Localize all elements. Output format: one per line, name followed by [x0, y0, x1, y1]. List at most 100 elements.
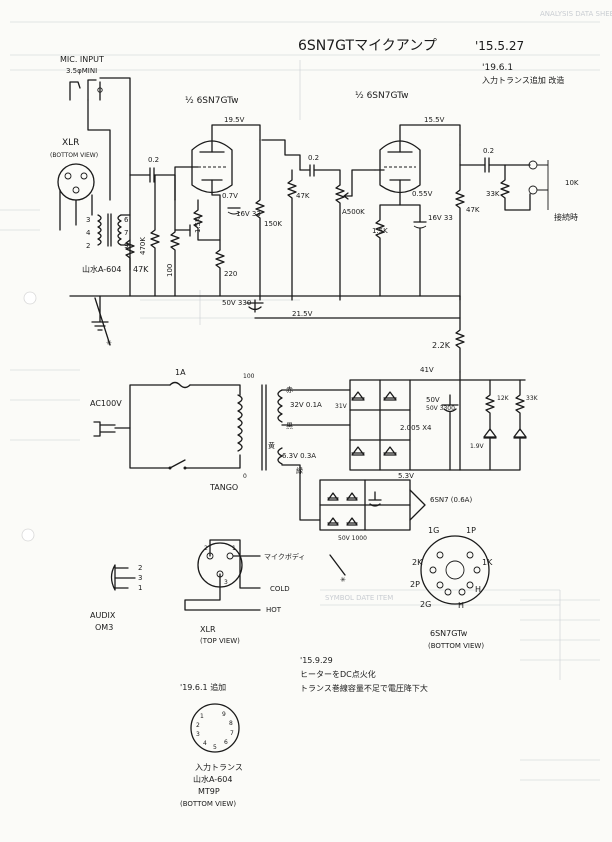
svg-text:100: 100	[166, 264, 174, 277]
fuse	[169, 381, 191, 389]
svg-text:150K: 150K	[264, 220, 282, 228]
input-transformer-primary	[97, 214, 102, 246]
b-in-voltage: 41V	[420, 366, 434, 374]
svg-text:3: 3	[138, 574, 142, 582]
tube-base-label: 6SN7GTw	[430, 629, 468, 638]
tube-base-view: (BOTTOM VIEW)	[428, 642, 484, 650]
svg-text:1G: 1G	[428, 526, 439, 535]
svg-text:7: 7	[230, 730, 234, 737]
xlr-top-label: XLR	[200, 625, 216, 634]
xlr-label: XLR	[62, 138, 79, 148]
xlr-bottom-socket	[57, 163, 95, 201]
resistor-100	[170, 199, 180, 297]
svg-text:1A: 1A	[175, 368, 186, 377]
title-date: '15.5.27	[475, 39, 524, 53]
svg-text:0: 0	[243, 473, 247, 480]
svg-text:33K: 33K	[486, 190, 500, 198]
svg-text:3: 3	[196, 731, 200, 738]
main-filter-cap	[441, 394, 459, 471]
svg-text:✳: ✳	[340, 576, 346, 584]
mini-jack-label: 3.5φMINI	[66, 67, 97, 75]
filter-cap-330	[246, 299, 264, 313]
svg-text:100: 100	[243, 373, 255, 380]
transformer-label: 山水A-604	[82, 264, 121, 274]
notes-date: '15.9.29	[300, 656, 333, 665]
supply-rails: ✳ 50V 330 21.5V 2.2K 41V	[69, 295, 465, 374]
svg-text:33K: 33K	[526, 395, 539, 402]
svg-text:9: 9	[124, 242, 128, 250]
bridge-diode	[351, 391, 365, 401]
resistor-12k	[485, 379, 495, 431]
audix-mic: 2 3 1 AUDIX OM3	[90, 564, 142, 632]
resistor-33k	[515, 379, 525, 431]
svg-text:2G: 2G	[420, 600, 431, 609]
stage2-cathode-voltage: 0.55V	[412, 190, 433, 198]
svg-text:2: 2	[86, 242, 90, 250]
heater-load	[409, 489, 426, 521]
resistor-470k	[150, 174, 160, 297]
svg-text:32V 0.1A: 32V 0.1A	[290, 401, 322, 409]
stage1-cathode-voltage: 0.7V	[222, 192, 238, 200]
svg-text:5: 5	[213, 744, 217, 751]
power-section: AC100V 1A TANGO 100 0 赤 黒 32V 0.1A 6.3V …	[90, 368, 539, 584]
stage1-plate-voltage: 19.5V	[224, 116, 245, 124]
resistor-47k-grid	[287, 169, 297, 301]
svg-text:H: H	[475, 585, 481, 594]
audix-mic-symbol	[110, 564, 116, 591]
transformer-brand: TANGO	[209, 483, 238, 492]
svg-text:2.005 X4: 2.005 X4	[400, 424, 432, 432]
resistor-2.2k	[455, 317, 465, 373]
title-block: 6SN7GTマイクアンプ '15.5.27 '19.6.1 入力トランス追加 改…	[298, 38, 564, 85]
socket-note-line1: 入力トランス	[195, 762, 243, 772]
revision-notes: '15.9.29 ヒーターをDC点火化 トランス巻線容量不足で電圧降下大	[300, 656, 428, 693]
svg-text:黒: 黒	[286, 422, 293, 430]
power-transformer-hv	[277, 389, 283, 423]
volume-pot	[335, 184, 345, 301]
svg-text:8: 8	[229, 720, 233, 727]
svg-text:50V 330: 50V 330	[222, 299, 251, 307]
svg-text:4: 4	[203, 740, 207, 747]
svg-text:12K: 12K	[497, 395, 510, 402]
input-transformer-socket: '19.6.1 追加 1 2 3 4 5 6 7 8 9 入力トランス 山水A-…	[180, 682, 243, 808]
mic-input-label: MIC. INPUT	[60, 55, 104, 64]
stage2-plate-voltage: 15.5V	[424, 116, 445, 124]
stage1-label: ½ 6SN7GTw	[185, 96, 239, 106]
punch-holes	[21, 291, 37, 542]
xlr-top-view-label: (TOP VIEW)	[200, 637, 240, 645]
svg-text:マイクボディ: マイクボディ	[264, 552, 305, 561]
resistor-150k	[255, 139, 265, 301]
svg-text:2: 2	[204, 545, 208, 552]
ghost-header: ANALYSIS DATA SHEET	[540, 10, 612, 18]
svg-text:50V 3300: 50V 3300	[426, 405, 455, 412]
svg-text:✳: ✳	[106, 339, 112, 347]
input-transformer-secondary	[117, 214, 122, 246]
output-jack-bottom	[528, 185, 538, 195]
svg-text:0.2: 0.2	[483, 147, 494, 155]
svg-text:7: 7	[124, 229, 128, 237]
stage2-section: ½ 6SN7GTw 15.5V 0.2 47K A500K 1.5K 0.55V…	[261, 91, 480, 301]
xlr-bottom-view: (BOTTOM VIEW)	[50, 152, 98, 159]
resistor-47k-in	[125, 239, 135, 297]
svg-text:A500K: A500K	[342, 208, 365, 216]
resistor-220	[215, 249, 225, 297]
svg-text:2.2K: 2.2K	[432, 341, 451, 350]
svg-text:2P: 2P	[410, 580, 420, 589]
output-load: 10K	[565, 179, 579, 187]
svg-text:黄: 黄	[268, 441, 275, 450]
xlr-top-view: 2 1 3 マイクボディ COLD HOT XLR (TOP VIEW)	[184, 539, 305, 645]
stage1-section: ½ 6SN7GTw 19.5V 0.7V 100 1.5K 16V 33 220…	[166, 96, 282, 301]
stage1-triode	[191, 140, 233, 194]
svg-text:4: 4	[86, 229, 91, 237]
stage2-label: ½ 6SN7GTw	[355, 91, 409, 101]
socket-note-line3: MT9P	[198, 787, 220, 796]
b-plus-voltage: 21.5V	[292, 310, 313, 318]
output-section: 0.2 33K 10K 接続時	[459, 147, 579, 222]
svg-text:1: 1	[138, 584, 142, 592]
resistor-1.5k-s2	[375, 179, 401, 297]
audix-model: OM3	[95, 623, 113, 632]
svg-text:50V: 50V	[426, 396, 440, 404]
svg-text:47K: 47K	[296, 192, 310, 200]
title-revision-note: 入力トランス追加 改造	[482, 75, 564, 85]
